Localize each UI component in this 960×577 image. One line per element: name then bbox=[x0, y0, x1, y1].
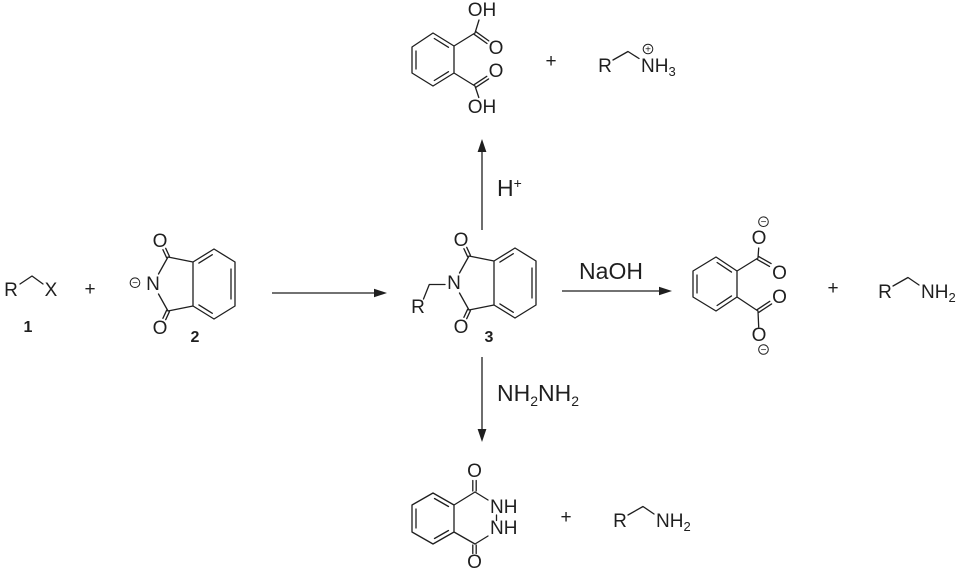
atom-label-o-bottom-right: O bbox=[772, 287, 787, 308]
atom-label-o-bottom: O bbox=[153, 318, 168, 339]
arrowhead bbox=[659, 286, 672, 296]
atom-label-oh-bottom: OH bbox=[468, 97, 497, 118]
atom-label-nh2: NH2 bbox=[656, 511, 691, 534]
atom-label-o-bottom: O bbox=[467, 552, 482, 573]
atom-label-o-bottom: O bbox=[752, 325, 767, 346]
atom-label-o-top: O bbox=[153, 231, 168, 252]
molecule-phthalhydrazide: O NH NH O bbox=[411, 461, 517, 573]
arrow-acid-workup: H+ bbox=[477, 139, 522, 230]
arrow-main bbox=[272, 288, 387, 298]
single-bonds bbox=[411, 19, 480, 99]
carbonyl-double-bonds bbox=[162, 247, 171, 321]
molecule-alkyl-ammonium: R NH3 + bbox=[598, 43, 676, 79]
atom-label-o-bottom: O bbox=[454, 317, 469, 338]
plus-charge-icon: + bbox=[642, 43, 654, 55]
atom-label-r: R bbox=[878, 282, 892, 303]
single-bonds bbox=[411, 491, 498, 545]
plus-operator-left: + bbox=[84, 279, 95, 300]
molecule-phthalimide-anion: − N O O 2 bbox=[129, 231, 236, 346]
atom-label-n: N bbox=[447, 273, 461, 294]
carbonyl-double-bonds bbox=[756, 255, 773, 313]
atom-label-o-top: O bbox=[752, 228, 767, 249]
plus-operator-bottom: + bbox=[560, 507, 571, 528]
aromatic-double-bonds bbox=[499, 253, 533, 313]
aromatic-double-bonds bbox=[198, 254, 232, 314]
single-bonds bbox=[422, 247, 537, 319]
single-bonds bbox=[19, 275, 44, 285]
carbonyl-double-bonds bbox=[473, 31, 490, 88]
single-bonds bbox=[692, 247, 760, 328]
minus-charge-icon: − bbox=[758, 216, 769, 228]
molecule-alkyl-amine-right: R NH2 bbox=[878, 276, 956, 305]
atom-label-o-top: O bbox=[489, 38, 504, 59]
acid-label: H+ bbox=[497, 175, 522, 201]
aromatic-double-bonds bbox=[415, 37, 450, 82]
molecule-alkyl-halide: R X 1 bbox=[4, 275, 58, 336]
atom-label-r: R bbox=[598, 56, 612, 77]
hydrazine-label: NH2NH2 bbox=[497, 380, 579, 409]
molecule-phthalic-acid: OH O O OH bbox=[411, 0, 504, 118]
minus-charge-icon: − bbox=[129, 277, 141, 289]
atom-label-r: R bbox=[411, 297, 425, 318]
compound-number-3: 3 bbox=[485, 329, 494, 346]
arrowhead bbox=[477, 429, 487, 442]
atom-label-o-bottom: O bbox=[489, 61, 504, 82]
aromatic-double-bonds bbox=[415, 497, 450, 540]
compound-number-2: 2 bbox=[191, 329, 200, 346]
atom-label-o-top-right: O bbox=[772, 263, 787, 284]
atom-label-nh-top: NH bbox=[490, 497, 517, 518]
atom-label-nh-bottom: NH bbox=[490, 518, 517, 539]
minus-charge-icon: − bbox=[758, 344, 769, 356]
atom-label-n: N bbox=[146, 274, 160, 295]
arrowhead bbox=[374, 288, 387, 298]
aromatic-double-bonds bbox=[696, 261, 733, 307]
charge-sign: − bbox=[132, 278, 138, 289]
charge-sign: + bbox=[645, 44, 651, 55]
arrow-naoh: NaOH bbox=[562, 258, 672, 296]
compound-number-1: 1 bbox=[24, 319, 33, 336]
naoh-label: NaOH bbox=[579, 258, 643, 284]
charge-sign: − bbox=[761, 217, 767, 228]
molecule-n-alkyl-phthalimide: R N O O 3 bbox=[411, 230, 537, 346]
single-bonds bbox=[627, 505, 655, 516]
atom-label-nh2: NH2 bbox=[921, 282, 956, 305]
plus-operator-right: + bbox=[827, 278, 838, 299]
molecule-phthalate-dianion: O O O O − − bbox=[692, 216, 787, 356]
atom-label-x: X bbox=[45, 280, 58, 301]
atom-label-o-top: O bbox=[467, 461, 482, 482]
carbonyl-double-bonds bbox=[463, 246, 472, 320]
single-bonds bbox=[157, 248, 236, 320]
single-bonds bbox=[612, 50, 640, 61]
atom-label-o-top: O bbox=[454, 230, 469, 251]
arrow-hydrazinolysis: NH2NH2 bbox=[477, 357, 579, 442]
carbonyl-double-bonds bbox=[472, 479, 477, 555]
plus-operator-top: + bbox=[545, 51, 556, 72]
atom-label-r: R bbox=[613, 511, 627, 532]
charge-sign: − bbox=[761, 345, 767, 356]
molecule-alkyl-amine-bottom: R NH2 bbox=[613, 505, 691, 534]
arrowhead bbox=[477, 139, 487, 152]
atom-label-r: R bbox=[4, 280, 18, 301]
single-bonds bbox=[892, 276, 920, 287]
atom-label-oh-top: OH bbox=[468, 0, 497, 21]
atom-label-nh3: NH3 bbox=[641, 56, 676, 79]
